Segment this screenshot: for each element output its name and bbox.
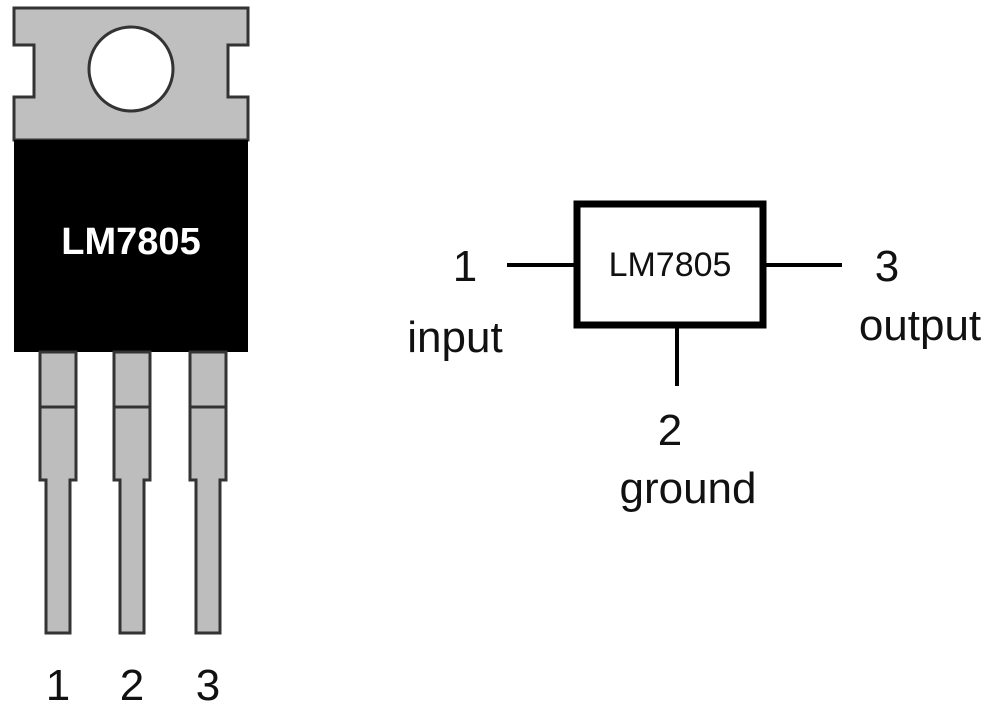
package-leg-1 [38,350,78,635]
to220-package: LM7805 1 2 3 [12,6,250,709]
symbol-box [573,200,767,329]
package-label: LM7805 [61,221,200,263]
pin-number-output: 3 [875,242,899,291]
schematic-symbol: LM7805 1 input 3 output 2 ground [407,200,981,513]
package-leg-3 [188,350,228,635]
package-leg-2 [112,350,152,635]
leg-number-3: 3 [196,661,220,709]
pin-name-ground: ground [619,464,756,513]
leg-number-2: 2 [120,661,144,709]
pin-name-output: output [859,301,981,350]
mounting-hole [87,25,175,113]
pin-number-input: 1 [453,242,477,291]
leg-number-1: 1 [46,661,70,709]
pin-name-input: input [407,313,502,362]
package-body [14,140,248,352]
symbol-label: LM7805 [609,246,732,284]
pin-number-ground: 2 [658,406,682,455]
